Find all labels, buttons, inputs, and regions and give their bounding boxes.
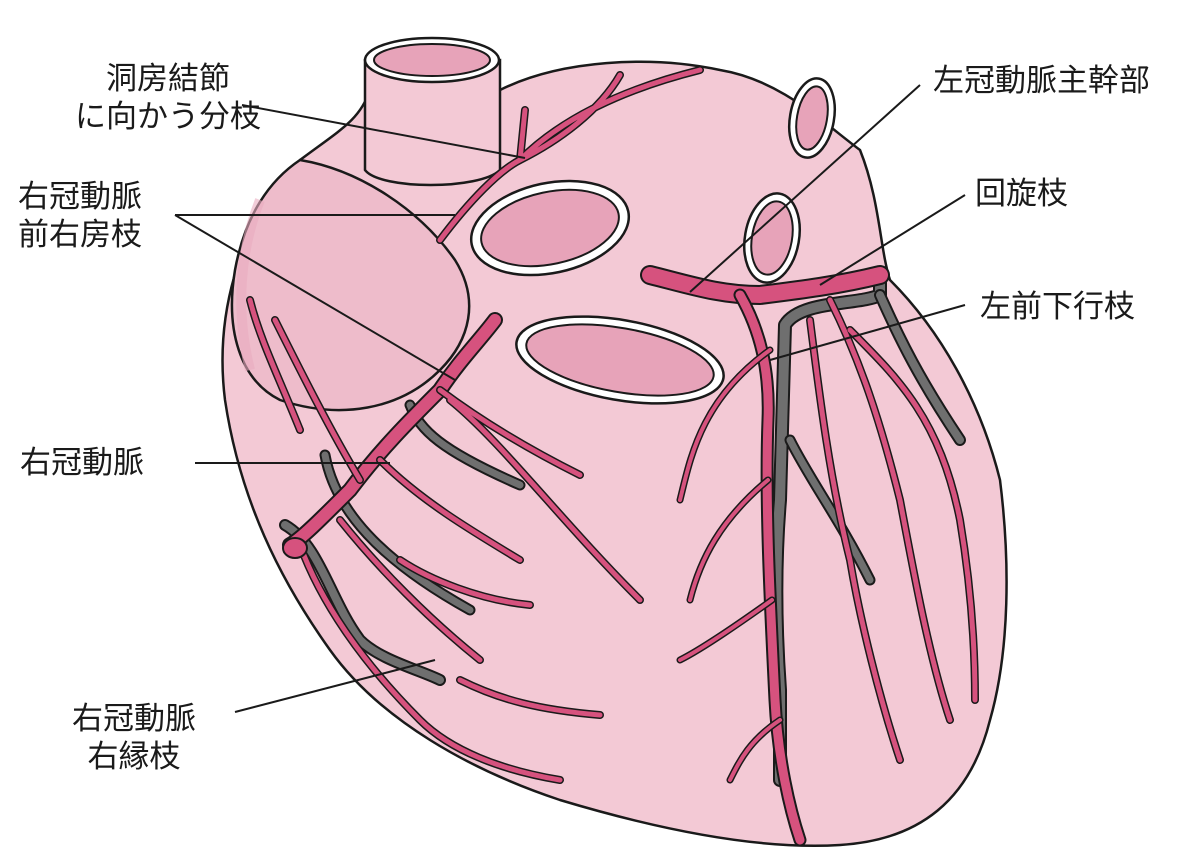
label-line: 右冠動脈	[18, 179, 142, 215]
label-line: 左前下行枝	[980, 289, 1135, 325]
leader-lines	[174, 84, 966, 713]
leader-left-main	[689, 84, 921, 293]
label-left-anterior-descending: 左前下行枝	[980, 288, 1135, 326]
label-line: 前右房枝	[18, 217, 142, 253]
label-line: 右冠動脈	[20, 445, 144, 481]
label-line: 左冠動脈主幹部	[933, 63, 1150, 99]
coronary-arteries	[246, 66, 979, 847]
label-line: 洞房結節	[106, 61, 230, 97]
leader-sa-node	[241, 104, 526, 159]
label-rca-right-marginal-branch: 右冠動脈 右縁枝	[72, 700, 196, 776]
great-vessels	[363, 36, 837, 405]
label-line: に向かう分枝	[75, 99, 261, 135]
label-sa-node-branch: 洞房結節 に向かう分枝	[75, 60, 261, 136]
label-line: 回旋枝	[975, 176, 1068, 212]
leader-right-marginal	[234, 659, 436, 713]
label-line: 右縁枝	[87, 739, 181, 775]
label-left-main-coronary-artery: 左冠動脈主幹部	[933, 62, 1150, 100]
leader-anterior-atrial-2	[174, 214, 456, 381]
leader-circumflex	[819, 194, 966, 286]
label-right-coronary-artery: 右冠動脈	[20, 444, 144, 482]
leader-lad	[769, 304, 966, 361]
label-rca-anterior-atrial-branch: 右冠動脈 前右房枝	[18, 178, 142, 254]
label-circumflex-branch: 回旋枝	[975, 175, 1068, 213]
label-line: 右冠動脈	[72, 701, 196, 737]
